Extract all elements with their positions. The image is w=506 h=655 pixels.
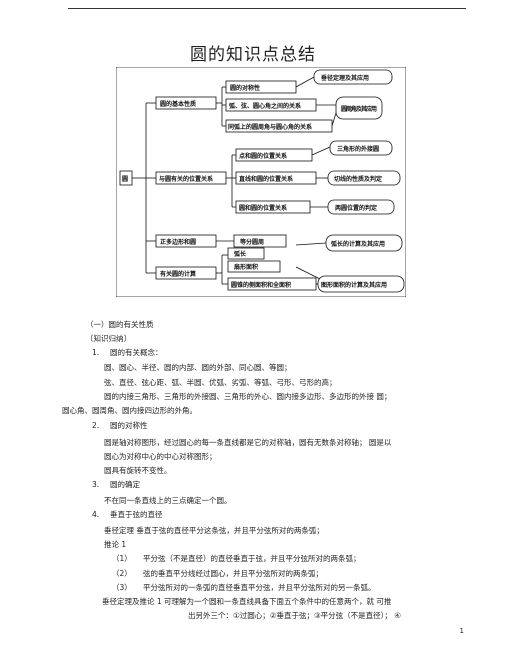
sub-item-number: （1） (112, 554, 132, 563)
group-regular-polygons: 正多边形和圆 (160, 238, 196, 246)
item-2-number: 2. (92, 421, 100, 430)
callout-tangent: 切线的性质及判定 (334, 175, 382, 183)
item-3-line: 不在同一条直线上的三点确定一个圆。 (104, 496, 232, 505)
item-4-number: 4. (92, 510, 100, 519)
sub-item-text: 平分弦所对的一条弧的直径垂直平分弦，并且平分弦所对的另一条弧。 (143, 583, 376, 592)
item-2-line: 圆具有旋转不变性。 (104, 466, 172, 475)
callout-perpendicular-diameter: 垂径定理及其应用 (321, 74, 369, 82)
item-1-line: 圆的内接三角形、三角形的外接圆、三角形的外心、圆内接多边形、多边形的外接 圆； (104, 392, 392, 401)
callout-area: 图形面积的计算及其应用 (321, 281, 387, 289)
item-2-line: 圆心为对称中心的中心对称图形； (104, 452, 217, 461)
callout-circumcircle: 三角形的外接圆 (337, 145, 379, 153)
sub-item-number: （3） (112, 583, 132, 592)
item-3-number: 3. (92, 480, 100, 489)
callout-inscribed-angle: 圆周角及其应用 (341, 105, 377, 113)
item-4-line: 推论 1 (104, 540, 127, 549)
sub-item-text: 平分弦（不是直径）的直径垂直于弦，并且平分弦所对的两条弧； (143, 554, 361, 563)
item-line-circle: 直线和圆的位置关系 (239, 175, 293, 183)
item-arc-chord-angle: 弧、弦、圆心角之间的关系 (229, 102, 301, 110)
sub-item-number: （2） (112, 569, 132, 578)
page-number: 1 (459, 627, 464, 635)
item-2-line: 圆是轴对称图形，经过圆心的每一条直线都是它的对称轴，圆有无数条对称轴； 圆是以 (104, 438, 392, 447)
item-4-line: 垂径定理 垂直于弦的直径平分这条弦，并且平分弦所对的两条弧； (104, 526, 324, 535)
item-arc-length: 弧长 (234, 250, 247, 258)
item-divide-circumference: 等分圆周 (239, 238, 264, 246)
callout-arc-length: 弧长的计算及其应用 (331, 240, 385, 248)
group-calculations: 有关圆的计算 (160, 270, 196, 278)
item-3-heading: 圆的确定 (110, 480, 140, 489)
item-2-heading: 圆的对称性 (110, 421, 148, 430)
item-1-line: 弦、直径、弦心距、弧、半圆、优弧、劣弧、等弧、弓形、弓形的高； (104, 378, 337, 387)
closing-line: 出另外三个：①过圆心；②垂直于弦；③平分弦（不是直径）； ④ (188, 611, 402, 620)
sub-item-text: 弦的垂直平分线经过圆心，并且平分弦所对的两条弧； (143, 569, 323, 578)
group-position-relations: 与圆有关的位置关系 (159, 175, 213, 183)
group-basic-properties: 圆的基本性质 (160, 100, 196, 108)
section-heading: （一）圆的有关性质 (86, 320, 154, 329)
item-1-heading: 圆的有关概念： (110, 348, 163, 357)
item-4-heading: 垂直于弦的直径 (110, 510, 163, 519)
knowledge-tag: 〔知识归纳〕 (86, 334, 131, 343)
item-1-line: 圆、圆心、半径、圆的内部、圆的外部、同心圆、等圆； (104, 363, 292, 372)
item-circle-circle: 圆和圆的位置关系 (239, 204, 287, 212)
item-sector-area: 扇形面积 (234, 263, 258, 271)
item-cone-area: 圆锥的侧面积和全面积 (231, 281, 291, 289)
item-1-line: 圆心角、圆周角、圆内接四边形的外角。 (62, 406, 197, 415)
root-node: 圆 (122, 175, 128, 183)
item-1-number: 1. (92, 348, 100, 357)
page-title: 圆的知识点总结 (190, 45, 316, 65)
item-symmetry: 圆的对称性 (230, 84, 260, 92)
header-rule (68, 8, 466, 9)
closing-line: 垂径定理及推论 1 可理解为一个圆和一条直线具备下面五个条件中的任意两个，就 可… (102, 597, 392, 606)
item-point-circle: 点和圆的位置关系 (239, 152, 287, 160)
callout-two-circles: 两圆位置的判定 (335, 204, 377, 212)
concept-map-diagram: 圆 圆的基本性质 与圆有关的位置关系 正多边形和圆 有关圆的计算 圆的对称性 弧… (116, 67, 406, 297)
item-inscribed-central-angle: 同弧上的圆周角与圆心角的关系 (228, 123, 312, 131)
